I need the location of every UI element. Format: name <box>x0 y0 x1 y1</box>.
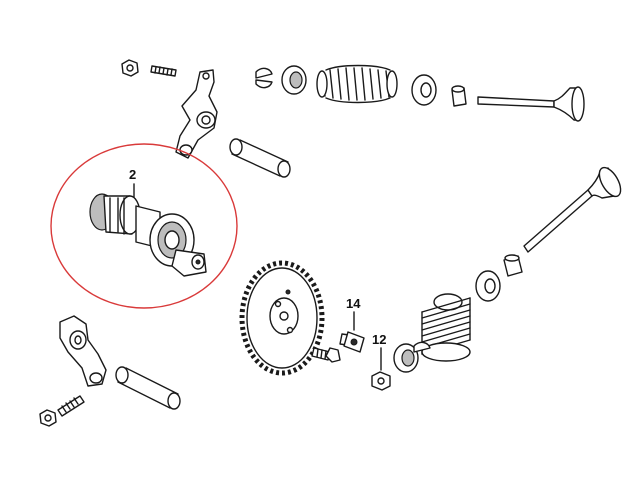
highlight-ring <box>50 143 238 309</box>
valve-cotters-upper <box>255 67 273 89</box>
valve-retainer-lower <box>393 343 419 373</box>
top-stud <box>150 65 177 77</box>
upper-rocker-arm <box>175 69 218 159</box>
valve-spring-upper <box>316 64 398 104</box>
spring-seat-lower <box>475 270 501 302</box>
bolt-14 <box>339 331 365 353</box>
rocker-shaft-lower <box>115 366 181 410</box>
lower-rocker-arm <box>59 315 107 387</box>
valve-retainer-upper <box>281 65 307 95</box>
bolt-middle <box>311 347 341 363</box>
part-number-14: 14 <box>346 296 361 311</box>
lower-nut <box>39 409 57 427</box>
rocker-shaft-upper <box>229 138 291 178</box>
lower-stud <box>57 395 85 417</box>
valve-cotters-lower <box>413 341 431 353</box>
part-number-12: 12 <box>372 332 386 347</box>
top-nut <box>121 59 139 77</box>
cam-sprocket <box>239 260 325 376</box>
intake-valve-upper <box>477 86 585 122</box>
valve-stem-seal-lower <box>503 254 523 277</box>
valve-spring-lower <box>421 293 471 362</box>
valve-stem-seal-upper <box>451 85 467 107</box>
spring-seat-upper <box>411 74 437 106</box>
nut-12 <box>371 371 391 391</box>
part-number-2: 2 <box>129 167 136 182</box>
exhaust-valve-lower <box>523 166 622 253</box>
camshaft <box>89 193 207 277</box>
